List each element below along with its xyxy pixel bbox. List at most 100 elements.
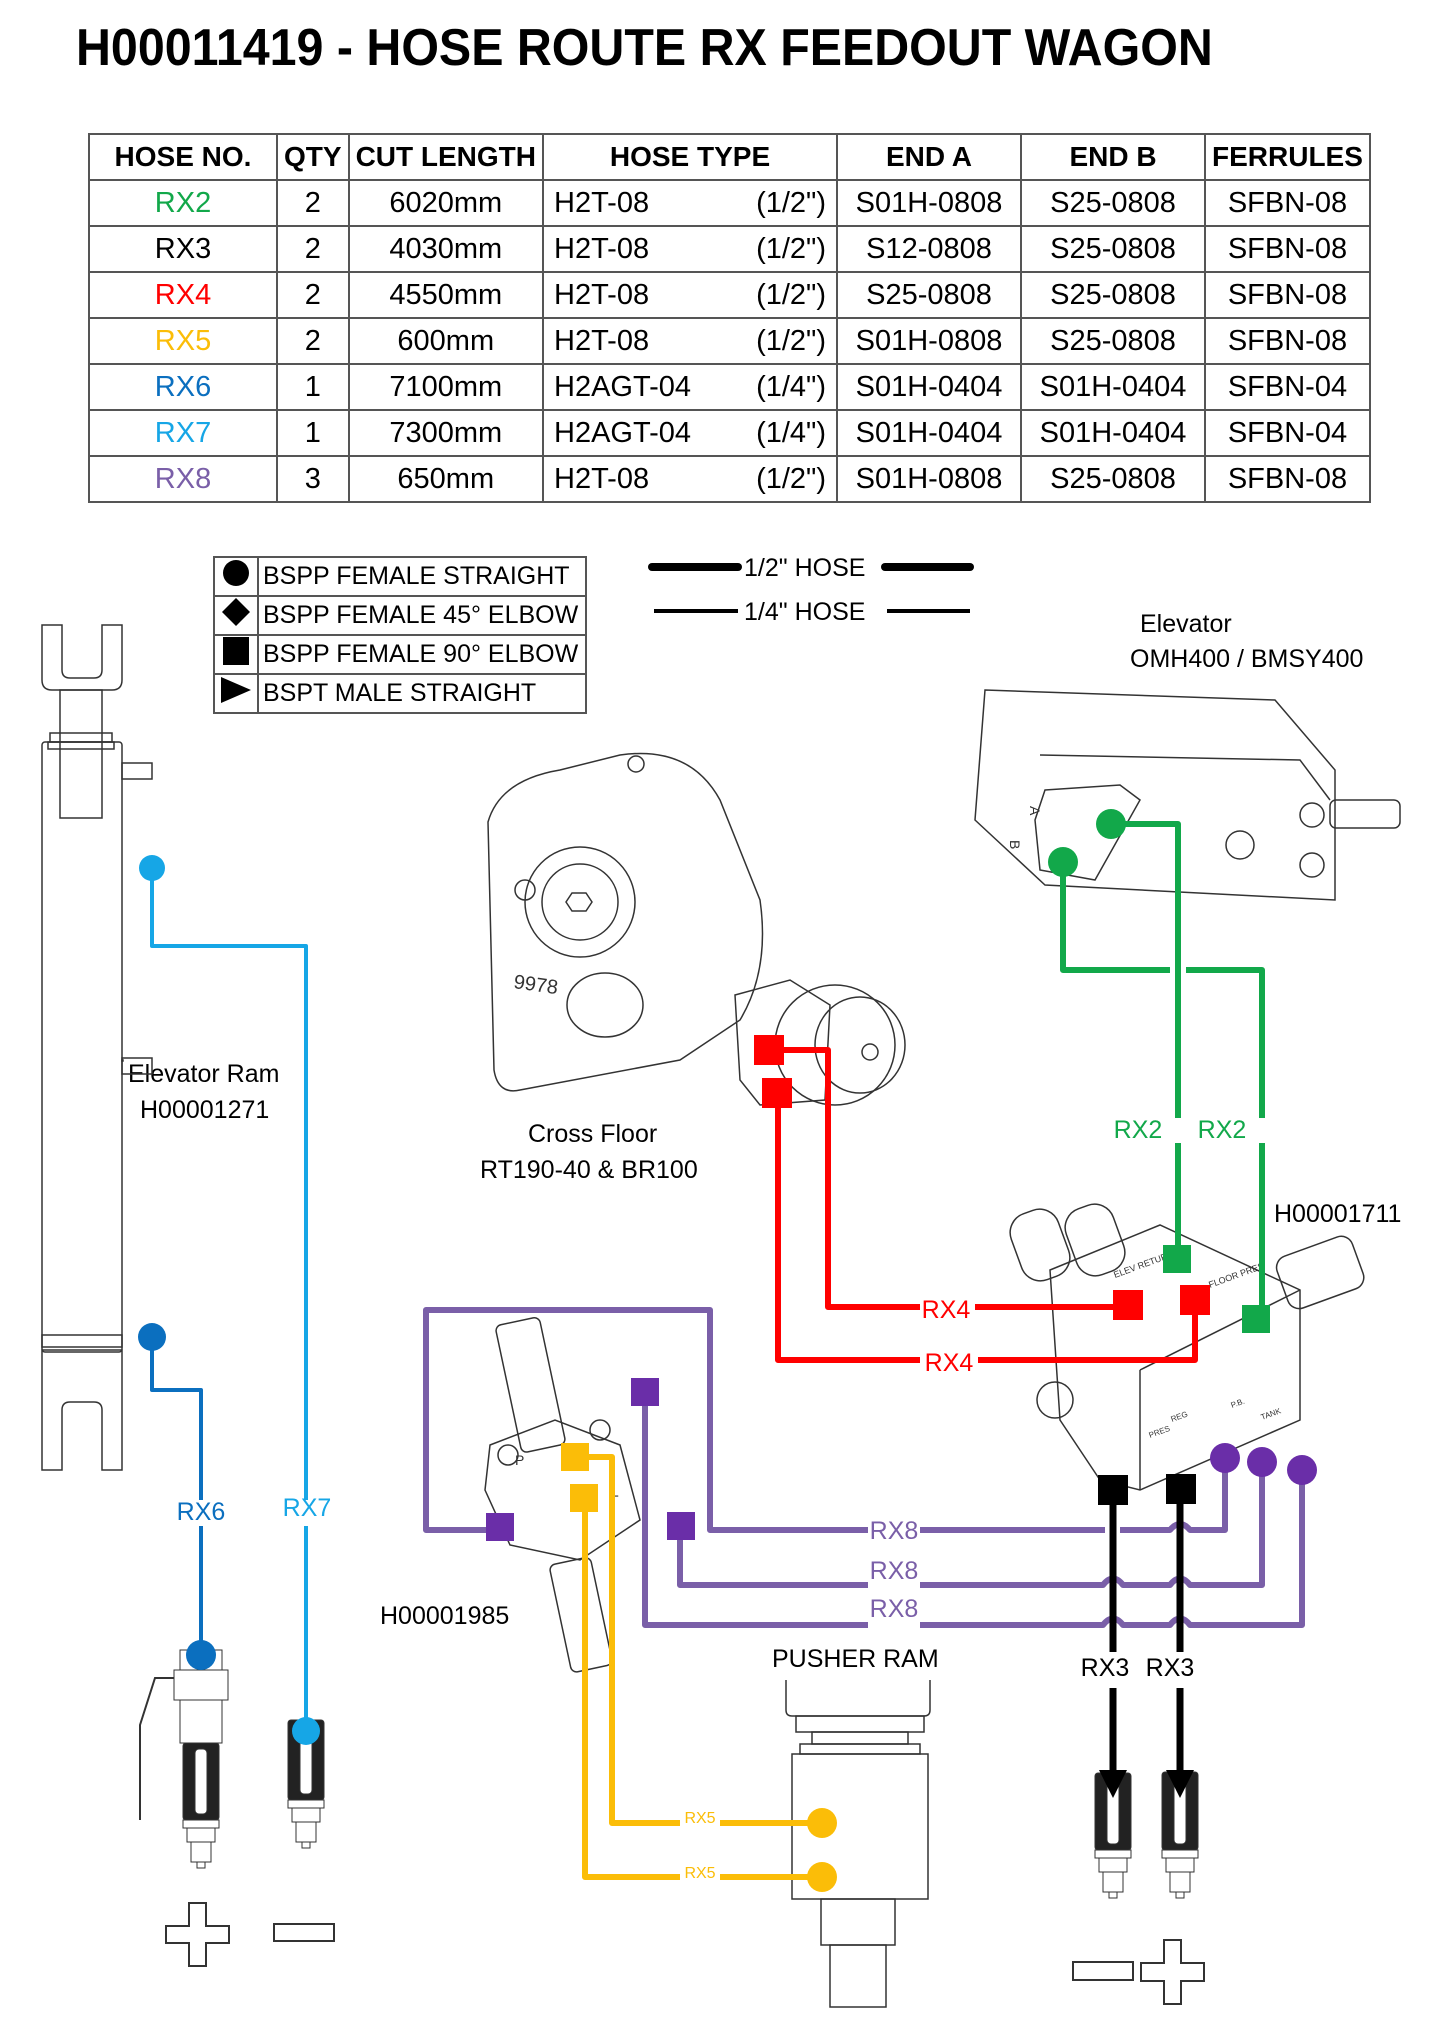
hose-label-rx2: RX2 xyxy=(1198,1116,1247,1144)
minus-icon xyxy=(1072,1961,1134,1981)
hose-no-cell: RX8 xyxy=(88,455,278,503)
rx4-fitting-square xyxy=(1113,1290,1143,1320)
rx4-hose xyxy=(775,1095,1198,1363)
hose-label-rx8: RX8 xyxy=(870,1595,919,1623)
ferrules-cell: SFBN-08 xyxy=(1204,271,1371,319)
hose-size: (1/4") xyxy=(756,370,826,403)
cut-length-cell: 4030mm xyxy=(347,225,545,273)
hose-type-code: H2AGT-04 xyxy=(554,370,691,403)
end-a-cell: S01H-0404 xyxy=(836,409,1022,457)
end-a-cell: S01H-0404 xyxy=(836,363,1022,411)
quarter-inch-hose-label: 1/4" HOSE xyxy=(744,598,865,626)
rx8-fitting-square xyxy=(667,1512,695,1540)
legend-row: BSPT MALE STRAIGHT xyxy=(213,673,587,714)
legend-label: BSPT MALE STRAIGHT xyxy=(257,673,587,714)
rx3-fitting-square xyxy=(1098,1475,1128,1505)
col-hose-no: HOSE NO. xyxy=(88,133,278,181)
elevator-title: Elevator xyxy=(1140,610,1232,638)
rx3-fitting-triangle xyxy=(1099,1770,1127,1798)
rx4-fitting-square xyxy=(1180,1285,1210,1315)
hose-size-legend: 1/2" HOSE 1/4" HOSE xyxy=(648,554,974,626)
rx7-fitting-circle xyxy=(292,1717,320,1745)
legend-row: BSPP FEMALE STRAIGHT xyxy=(213,556,587,597)
end-a-cell: S01H-0808 xyxy=(836,179,1022,227)
ferrules-cell: SFBN-04 xyxy=(1204,409,1371,457)
elevator-port-b-label: B xyxy=(1007,840,1023,849)
cut-length-cell: 4550mm xyxy=(347,271,545,319)
hose-type-code: H2T-08 xyxy=(554,324,650,357)
polarity-symbols xyxy=(165,1902,1205,2005)
end-b-cell: S25-0808 xyxy=(1020,271,1206,319)
cut-length-cell: 600mm xyxy=(347,317,545,365)
hose-type-code: H2T-08 xyxy=(554,462,650,495)
end-a-cell: S01H-0808 xyxy=(836,317,1022,365)
pb-port-label: P.B. xyxy=(1230,1397,1246,1410)
rx3-left-coupler xyxy=(1094,1772,1132,1899)
qty-cell: 2 xyxy=(276,179,350,227)
legend-label: BSPP FEMALE 45° ELBOW xyxy=(257,595,587,636)
hose-size: (1/2") xyxy=(756,232,826,265)
cross-floor-gearbox-drawing: 9978 xyxy=(487,752,906,1106)
fitting-legend: BSPP FEMALE STRAIGHT BSPP FEMALE 45° ELB… xyxy=(213,556,587,714)
legend-label: BSPP FEMALE STRAIGHT xyxy=(257,556,587,597)
rx5-fitting-circle xyxy=(807,1862,837,1892)
rx6-hose xyxy=(150,1337,203,1650)
rx5-hose xyxy=(575,1454,820,1826)
rx8-hose xyxy=(642,1392,1305,1628)
qty-cell: 2 xyxy=(276,271,350,319)
cross-floor-title: Cross Floor xyxy=(528,1120,658,1148)
diverter-port-p-label: P xyxy=(515,1452,524,1468)
rx8-fitting-square xyxy=(631,1378,659,1406)
pres-port-label: PRES xyxy=(1148,1424,1172,1440)
end-a-cell: S01H-0808 xyxy=(836,455,1022,503)
plus-icon xyxy=(1140,1939,1205,2005)
ferrules-cell: SFBN-08 xyxy=(1204,225,1371,273)
hose-type-cell: H2T-08(1/2") xyxy=(542,455,838,503)
rx6-coupler xyxy=(182,1742,220,1869)
hose-size: (1/2") xyxy=(756,186,826,219)
rx6-fitting-circle xyxy=(186,1640,216,1670)
hose-size: (1/4") xyxy=(756,416,826,449)
rx8-fitting-circle xyxy=(1287,1455,1317,1485)
rx2-fitting-circle xyxy=(1048,847,1078,877)
hose-type-code: H2AGT-04 xyxy=(554,416,691,449)
cut-length-cell: 650mm xyxy=(347,455,545,503)
square-icon xyxy=(223,637,249,665)
hose-no-cell: RX5 xyxy=(88,317,278,365)
diamond-icon xyxy=(222,598,250,626)
valve-block-part: H00001711 xyxy=(1274,1200,1402,1228)
plus-icon xyxy=(165,1902,230,1967)
elevator-port-a-label: A xyxy=(1027,806,1043,816)
rx4-hose xyxy=(770,1047,1128,1310)
diverter-valve-part: H00001985 xyxy=(380,1602,510,1630)
hose-no-cell: RX3 xyxy=(88,225,278,273)
hose-type-code: H2T-08 xyxy=(554,186,650,219)
elevator-model: OMH400 / BMSY400 xyxy=(1130,645,1364,673)
rx5-hose xyxy=(582,1498,820,1880)
ferrules-cell: SFBN-08 xyxy=(1204,179,1371,227)
hose-no-cell: RX4 xyxy=(88,271,278,319)
hose-size: (1/2") xyxy=(756,324,826,357)
cross-floor-model: RT190-40 & BR100 xyxy=(480,1156,698,1184)
qty-cell: 2 xyxy=(276,225,350,273)
diverter-valve-drawing: P T xyxy=(484,1317,641,1673)
hose-type-cell: H2T-08 (1/2") xyxy=(542,317,838,365)
rx2-fitting-circle xyxy=(1096,809,1126,839)
end-b-cell: S25-0808 xyxy=(1020,179,1206,227)
qty-cell: 1 xyxy=(276,409,350,457)
hose-label-rx7: RX7 xyxy=(283,1494,332,1522)
end-a-cell: S25-0808 xyxy=(836,271,1022,319)
hose-label-rx5: RX5 xyxy=(684,1865,715,1882)
rx2-fitting-square xyxy=(1242,1305,1270,1333)
hose-table: HOSE NO. QTY CUT LENGTH HOSE TYPE END A … xyxy=(88,133,1371,503)
cut-length-cell: 7300mm xyxy=(347,409,545,457)
rx6-fitting-circle xyxy=(138,1323,166,1351)
hose-type-cell: H2T-08(1/2") xyxy=(542,225,838,273)
hose-table-header: HOSE NO. QTY CUT LENGTH HOSE TYPE END A … xyxy=(88,133,1371,181)
col-end-b: END B xyxy=(1020,133,1206,181)
col-qty: QTY xyxy=(276,133,350,181)
hose-label-rx3: RX3 xyxy=(1146,1654,1195,1682)
rx8-fitting-circle xyxy=(1210,1443,1240,1473)
